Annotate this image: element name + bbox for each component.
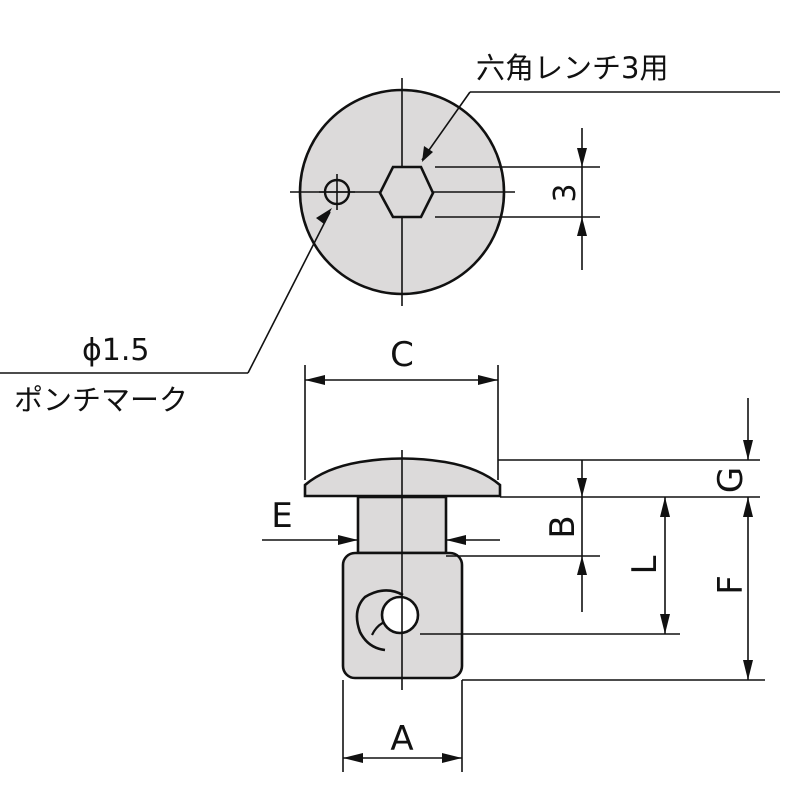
hex-dim-arrow-top [577,148,587,167]
e-arrow-left [338,535,358,545]
f-arrow-top [743,497,753,517]
a-arrow-left [343,753,363,763]
dim-f-label: F [711,575,751,595]
phi-label: ϕ1.5 [82,333,150,368]
hex-wrench-label: 六角レンチ3用 [476,51,668,85]
dim-a-label: A [390,719,413,759]
punch-leader-diagonal [247,211,331,374]
hex-socket [378,165,435,219]
e-arrow-right [446,535,466,545]
top-view: 六角レンチ3用 3 ϕ1.5 ポンチマーク [0,51,780,417]
punch-leader-arrowhead [316,208,332,224]
dim-l-label: L [625,555,665,574]
hex-size-label: 3 [548,183,583,202]
dim-e-label: E [271,496,292,536]
b-arrow-top [577,478,587,497]
l-arrow-bottom [660,614,670,634]
c-arrow-right [478,375,498,385]
pin-groove [355,589,404,652]
hex-leader-arrowhead [422,146,433,162]
dim-g-label: G [711,467,751,493]
f-arrow-bottom [743,660,753,680]
c-arrow-left [305,375,325,385]
b-arrow-bottom [577,556,587,575]
hex-dim-arrow-bottom [577,217,587,236]
g-arrow-top [743,440,753,460]
dim-c-label: C [390,335,414,375]
punch-mark-label: ポンチマーク [14,383,188,417]
a-arrow-right [442,753,462,763]
dim-b-label: B [543,515,583,538]
side-view: C E B L G F [262,335,765,772]
hex-leader-diagonal [421,91,471,161]
l-arrow-top [660,497,670,517]
pin-hole [380,595,420,635]
